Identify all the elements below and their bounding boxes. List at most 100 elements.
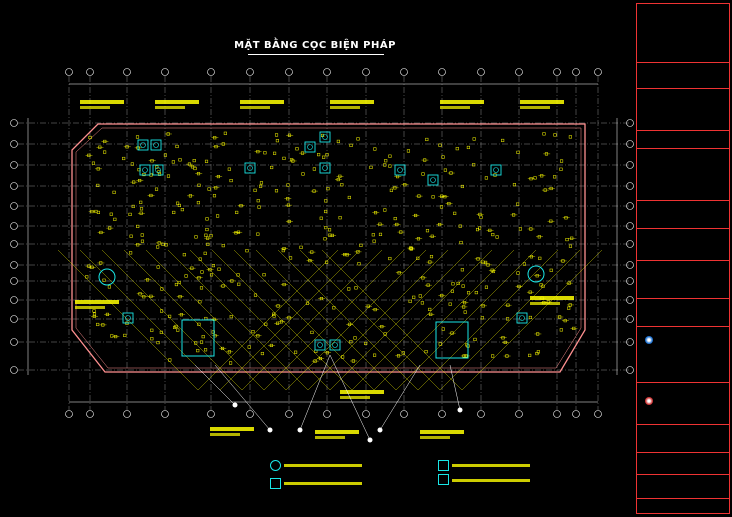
grid-bubble	[626, 119, 634, 127]
pile-group	[227, 167, 231, 171]
pile-group	[142, 172, 146, 177]
core-pile-center	[430, 177, 436, 183]
pile-group	[314, 349, 318, 353]
diagonal-pile-row	[299, 249, 441, 391]
pile-group	[516, 271, 520, 275]
pile-group	[425, 137, 429, 142]
pile-group	[122, 156, 126, 161]
pile-group	[326, 187, 330, 191]
pile-note	[530, 302, 560, 305]
grid-bubble	[572, 68, 580, 76]
diagonal-pile-row	[321, 249, 463, 391]
grid-bubble	[207, 68, 215, 76]
pile-note	[315, 430, 359, 434]
core-pile-center	[322, 134, 328, 140]
grid-bubble	[10, 240, 18, 248]
pile-group	[472, 137, 476, 141]
grid-bubble	[285, 410, 293, 418]
pile-group	[156, 341, 160, 345]
pile-group	[251, 330, 255, 334]
pile-group	[204, 233, 208, 237]
pile-group	[182, 253, 186, 257]
pile-group	[453, 211, 457, 215]
building-outline	[71, 123, 586, 373]
pile-group	[341, 355, 345, 359]
pile-group	[178, 158, 182, 162]
pile-group	[171, 160, 175, 164]
core-pile	[150, 139, 162, 151]
legend-symbol-test-pile	[270, 460, 281, 471]
pile-group	[197, 322, 201, 326]
grid-bubble	[626, 315, 634, 323]
pile-group	[193, 166, 197, 171]
legend-symbol-pile-cap	[438, 460, 449, 471]
callout-leader	[379, 364, 421, 431]
title-block-divider	[637, 452, 729, 453]
pile-group	[401, 351, 405, 355]
pile-group	[203, 251, 207, 255]
pile-group	[223, 131, 227, 135]
pile-group	[257, 205, 261, 209]
pile-group	[199, 286, 204, 290]
pile-group	[460, 268, 464, 272]
pile-note	[155, 100, 199, 104]
pile-group	[506, 317, 510, 321]
diagonal-pile-row	[241, 249, 383, 391]
grid-bubble	[123, 68, 131, 76]
pile-group	[466, 291, 471, 295]
pile-group	[408, 299, 412, 303]
pile-group	[102, 278, 106, 282]
pile-note	[520, 100, 564, 104]
pile-group	[533, 176, 537, 180]
pile-note	[530, 296, 574, 300]
pile-group	[164, 243, 168, 247]
pile-group	[484, 285, 488, 289]
pile-group	[150, 337, 154, 341]
pile-group	[259, 184, 263, 188]
grid-bubble	[626, 202, 634, 210]
pile-group	[200, 340, 204, 344]
grid-bubble	[626, 222, 634, 230]
grid-bubble	[626, 240, 634, 248]
pile-group	[416, 256, 420, 260]
pile-group	[272, 312, 276, 316]
pile-group	[491, 354, 495, 358]
pile-group	[438, 143, 442, 147]
pile-group	[305, 301, 310, 305]
grid-bubble	[594, 410, 602, 418]
pile-group	[301, 172, 305, 176]
pile-group	[196, 201, 200, 205]
pile-group	[473, 337, 477, 341]
pile-group	[553, 133, 557, 137]
legend-text	[452, 479, 530, 482]
pile-group	[484, 176, 488, 180]
pile-group	[130, 162, 134, 166]
grid-bubble	[65, 410, 73, 418]
pile-group	[541, 284, 545, 288]
pile-group	[354, 286, 358, 290]
pile-group	[129, 251, 133, 255]
pile-group	[480, 316, 484, 320]
pile-group	[184, 274, 188, 278]
pile-group	[479, 215, 483, 219]
building-outline-inner	[75, 127, 582, 369]
pile-group	[209, 273, 214, 277]
pile-group	[347, 195, 351, 200]
grid-bubble	[10, 182, 18, 190]
pile-group	[299, 245, 303, 249]
pile-note	[80, 106, 110, 109]
pile-note	[210, 427, 254, 431]
pile-group	[383, 208, 387, 212]
grid-bubble	[515, 68, 523, 76]
diagonal-pile-row	[439, 249, 581, 391]
pile-group	[295, 147, 299, 151]
pile-group	[156, 245, 160, 249]
pile-group	[501, 138, 505, 143]
pile-group	[96, 183, 100, 187]
grid-bubble	[438, 68, 446, 76]
grid-bubble	[626, 296, 634, 304]
diagonal-pile-row	[373, 249, 515, 391]
core-pile	[516, 312, 528, 324]
pile-group	[372, 239, 376, 243]
pile-group	[247, 345, 251, 349]
